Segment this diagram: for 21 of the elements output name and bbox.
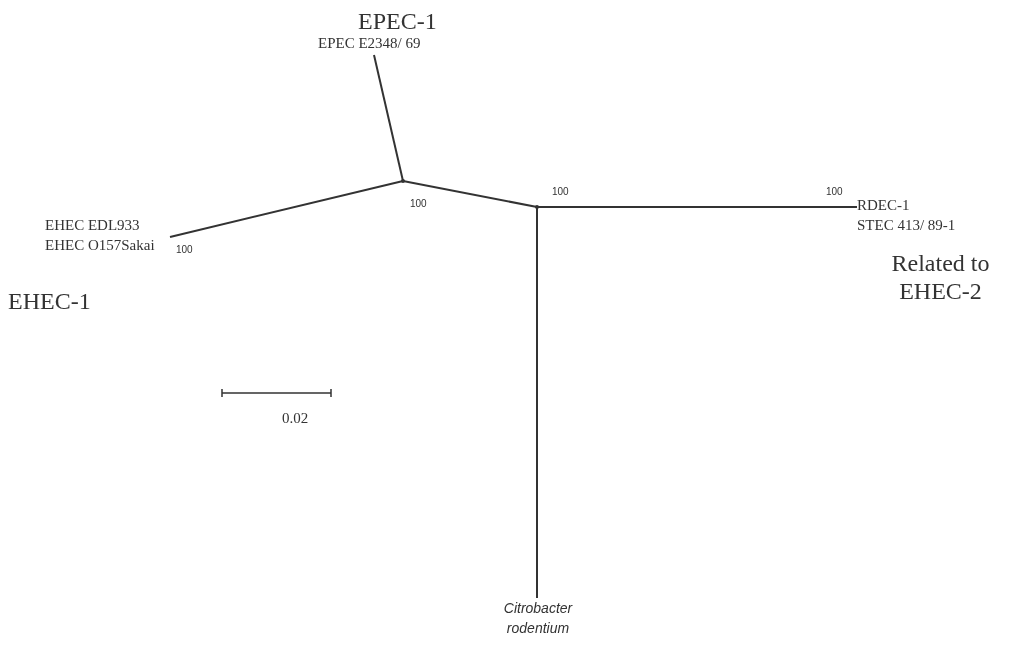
bootstrap-value: 100 bbox=[176, 244, 193, 255]
bootstrap-value: 100 bbox=[552, 186, 569, 197]
taxon-label: Citrobacter rodentium bbox=[502, 599, 574, 638]
clade-label: Related to EHEC-2 bbox=[890, 250, 991, 306]
tree-branch bbox=[169, 180, 404, 238]
tree-branch bbox=[402, 180, 538, 208]
bootstrap-value: 100 bbox=[410, 198, 427, 209]
clade-label: EPEC-1 bbox=[358, 8, 437, 36]
internal-node-dot bbox=[535, 205, 539, 209]
taxon-label: RDEC-1 bbox=[857, 196, 911, 215]
taxon-label: EPEC E2348/ 69 bbox=[318, 34, 422, 53]
taxon-label: EHEC EDL933 bbox=[45, 216, 141, 235]
taxon-label: STEC 413/ 89-1 bbox=[857, 216, 957, 235]
scale-label: 0.02 bbox=[282, 410, 309, 428]
taxon-label: EHEC O157Sakai bbox=[45, 236, 156, 255]
bootstrap-value: 100 bbox=[826, 186, 843, 197]
internal-node-dot bbox=[401, 179, 405, 183]
tree-branch bbox=[536, 206, 858, 208]
clade-label: EHEC-1 bbox=[8, 288, 91, 316]
tree-branch bbox=[373, 54, 404, 182]
tree-branch bbox=[536, 206, 538, 599]
